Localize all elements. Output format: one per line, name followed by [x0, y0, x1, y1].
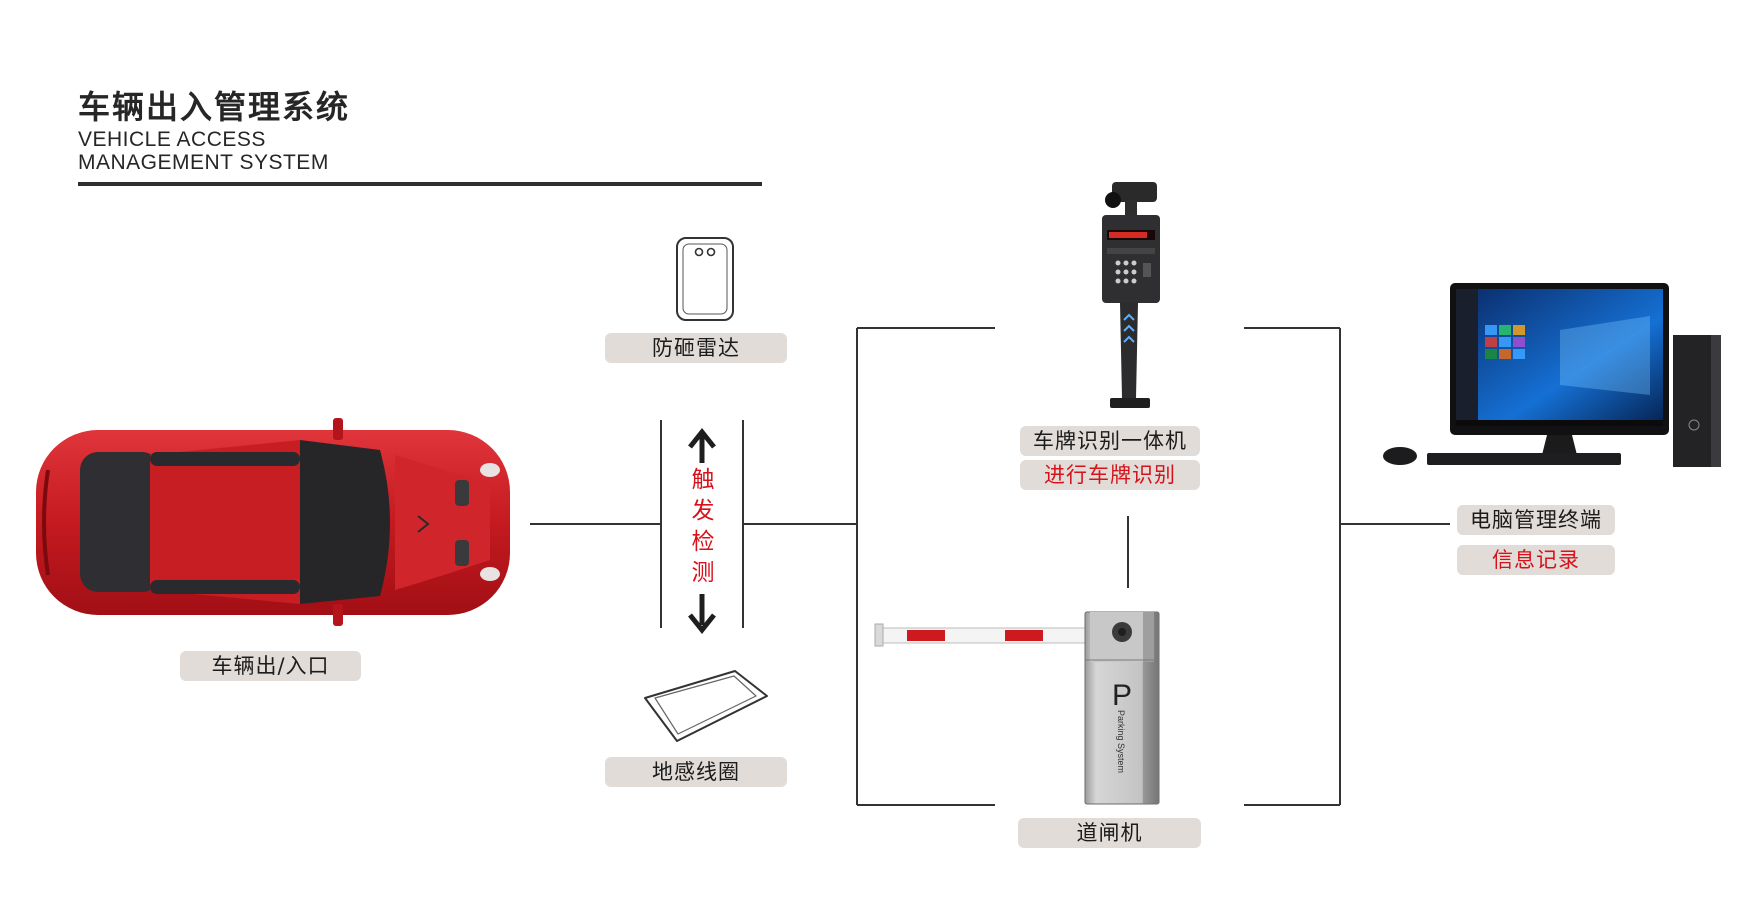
- trigger-detection-text: 触发检测: [691, 467, 715, 586]
- arrow-down-icon: [688, 594, 716, 635]
- radar-label: 防砸雷达: [605, 333, 787, 363]
- page-title: 车辆出入管理系统: [78, 88, 351, 126]
- subtitle-line-1: VEHICLE ACCESS: [78, 128, 266, 151]
- barrier-label: 道闸机: [1018, 818, 1201, 848]
- page-subtitle: VEHICLE ACCESS MANAGEMENT SYSTEM: [78, 128, 329, 174]
- arrow-up-icon: [688, 427, 716, 463]
- loop-label: 地感线圈: [605, 757, 787, 787]
- computer-icon: [1383, 283, 1721, 467]
- connector-lines: [530, 327, 1450, 806]
- camera-terminal-icon: [1102, 182, 1160, 408]
- car-icon: [36, 418, 510, 626]
- camera-sublabel: 进行车牌识别: [1020, 460, 1200, 490]
- title-divider: [78, 182, 762, 186]
- loop-icon: [644, 670, 768, 742]
- subtitle-line-2: MANAGEMENT SYSTEM: [78, 151, 329, 174]
- barrier-gate-icon: [874, 611, 1160, 805]
- camera-label: 车牌识别一体机: [1020, 426, 1200, 456]
- vehicle-label: 车辆出/入口: [180, 651, 361, 681]
- computer-sublabel: 信息记录: [1457, 545, 1615, 575]
- computer-label: 电脑管理终端: [1457, 505, 1615, 535]
- barrier-brand-text: Parking System: [1116, 710, 1126, 773]
- radar-icon: [676, 237, 734, 321]
- barrier-brand-letter: P: [1112, 679, 1132, 712]
